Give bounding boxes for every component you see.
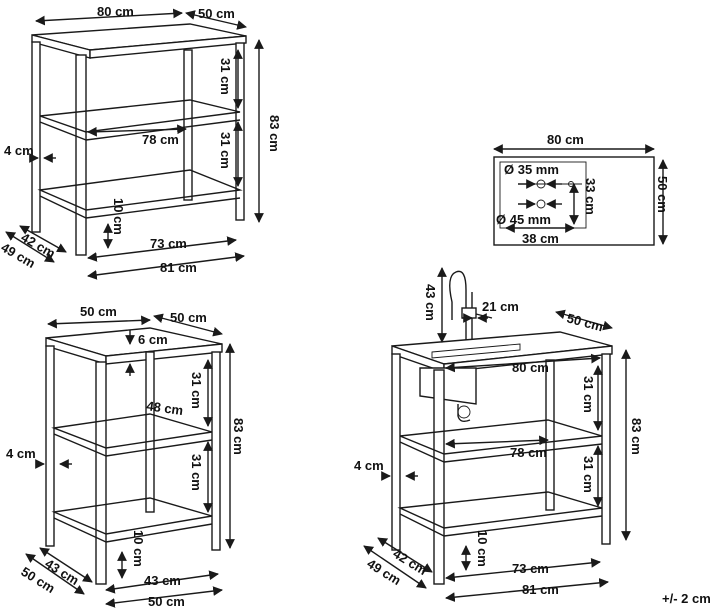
sink-basin xyxy=(419,367,477,405)
dim-shelf-inner-width: 78 cm xyxy=(510,445,547,460)
dim-foot-clearance: 10 cm xyxy=(131,530,146,567)
tolerance-note: +/- 2 cm xyxy=(662,591,711,606)
dim-shelf-gap-upper: 31 cm xyxy=(189,372,204,409)
dim-leg-thickness: 4 cm xyxy=(4,143,34,158)
dim-top-view-width: 80 cm xyxy=(547,132,584,147)
dim-shelf-gap-lower: 31 cm xyxy=(189,454,204,491)
dim-inner-width: 73 cm xyxy=(150,236,187,251)
dim-shelf-gap-upper: 31 cm xyxy=(581,376,596,413)
dim-height-total: 83 cm xyxy=(231,418,246,455)
dim-leg-thickness: 4 cm xyxy=(6,446,36,461)
dim-width-top: 80 cm xyxy=(512,360,549,375)
dim-shelf-gap-lower: 31 cm xyxy=(218,132,233,169)
dim-sink-offset: 38 cm xyxy=(522,231,559,246)
dim-top-view-depth: 50 cm xyxy=(655,176,670,213)
dim-hole-large: Ø 45 mm xyxy=(496,212,551,227)
sink-top-view: 80 cm Ø 35 mm Ø 45 mm 33 cm 38 cm 50 cm xyxy=(493,132,670,246)
dim-width-top: 80 cm xyxy=(97,4,134,19)
dim-faucet-height: 43 cm xyxy=(423,284,438,321)
dim-outer-width: 81 cm xyxy=(522,582,559,597)
dim-shelf-inner-depth: 48 cm xyxy=(146,398,185,418)
faucet-icon xyxy=(449,270,467,346)
dim-shelf-inner-width: 78 cm xyxy=(142,132,179,147)
dim-inner-width: 43 cm xyxy=(144,573,181,588)
dim-hole-small: Ø 35 mm xyxy=(504,162,559,177)
dim-top-thickness: 6 cm xyxy=(138,332,168,347)
dim-shelf-gap-lower: 31 cm xyxy=(581,456,596,493)
dim-width-top: 50 cm xyxy=(80,304,117,319)
dim-depth-top: 50 cm xyxy=(170,310,207,325)
dim-height-total: 83 cm xyxy=(629,418,644,455)
unit-top-left: 80 cm 50 cm 83 cm 31 cm 31 cm 78 cm 4 cm… xyxy=(0,4,282,280)
dim-shelf-gap-upper: 31 cm xyxy=(218,58,233,95)
dim-foot-clearance: 10 cm xyxy=(475,530,490,567)
dim-hole-distance: 33 cm xyxy=(583,178,598,215)
unit-bottom-left: 50 cm 50 cm 6 cm 48 cm 31 cm 31 cm 83 cm… xyxy=(6,304,246,609)
dim-height-total: 83 cm xyxy=(267,115,282,152)
dim-inner-width: 73 cm xyxy=(512,561,549,576)
unit-sink: 43 cm 21 cm 50 cm 80 cm 31 cm 78 cm 31 c… xyxy=(354,267,644,603)
dim-outer-width: 81 cm xyxy=(160,260,197,275)
dim-foot-clearance: 10 cm xyxy=(111,198,126,235)
dim-depth-top: 50 cm xyxy=(565,310,605,334)
dim-leg-thickness: 4 cm xyxy=(354,458,384,473)
dim-depth-top: 50 cm xyxy=(198,6,235,21)
dim-outer-width: 50 cm xyxy=(148,594,185,609)
dim-faucet-reach: 21 cm xyxy=(482,299,519,314)
